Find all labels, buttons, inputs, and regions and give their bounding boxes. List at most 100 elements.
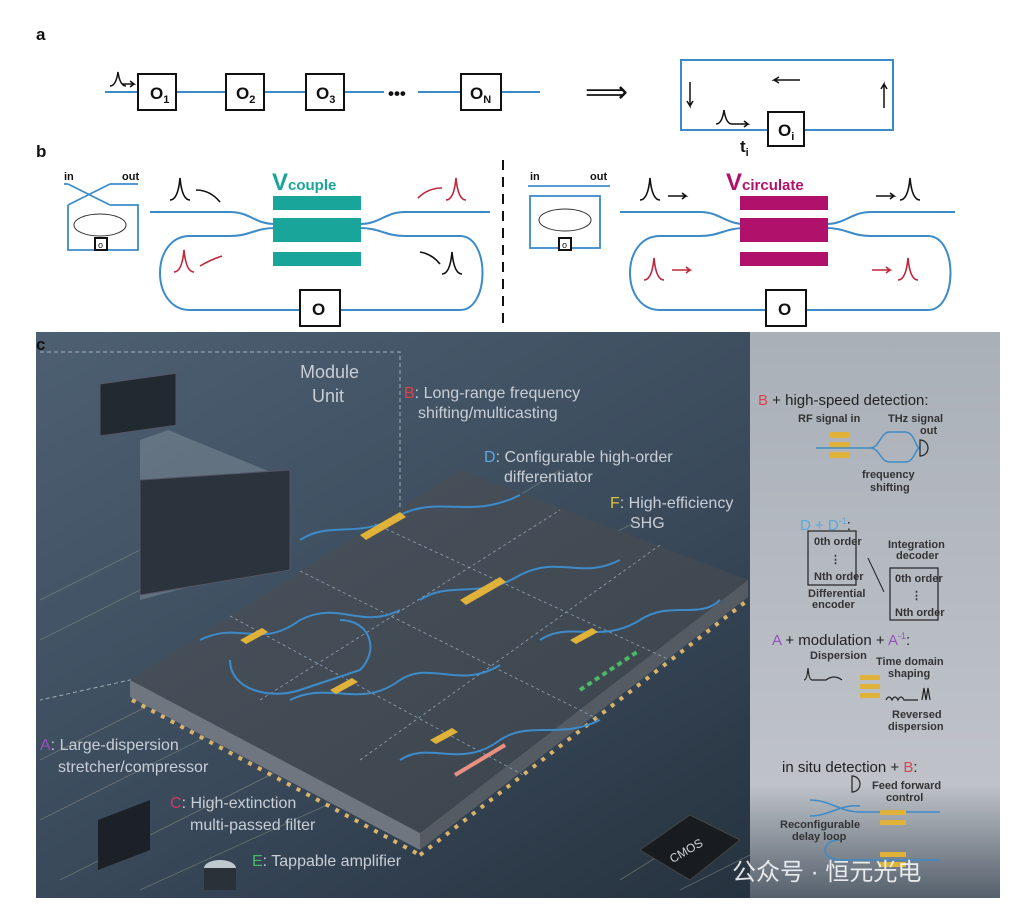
electrode-middle — [740, 218, 828, 242]
chip-side — [130, 680, 420, 850]
label-f-line2: SHG — [630, 515, 665, 532]
svg-text:o: o — [562, 240, 567, 250]
svg-text:D + D-1:: D + D-1: — [800, 516, 851, 534]
svg-text:0th order: 0th order — [895, 573, 943, 585]
operator-o1: O1 — [137, 73, 177, 111]
pulse-icon — [715, 109, 751, 128]
svg-text:0th order: 0th order — [814, 536, 862, 548]
time-label: ti — [740, 137, 749, 159]
panel-b: b in out o Vcouple — [36, 142, 955, 327]
operator-o2: O2 — [225, 73, 265, 111]
svg-text:out: out — [122, 171, 139, 183]
arrow-icon — [872, 266, 893, 274]
chip-pins — [131, 598, 750, 857]
label-a-line2: stretcher/compressor — [58, 759, 209, 776]
cmos-chip — [639, 814, 741, 881]
pulse-icon — [441, 251, 463, 275]
svg-text:⋮: ⋮ — [830, 554, 841, 566]
svg-text:control: control — [886, 792, 923, 804]
svg-text:Differential: Differential — [808, 588, 865, 600]
arrow-icon — [417, 187, 443, 199]
svg-text:Integration: Integration — [888, 539, 945, 551]
arrow-left-icon — [771, 76, 800, 84]
arrow-icon — [195, 189, 221, 203]
label-d: D: Configurable high-order — [484, 449, 673, 466]
arrow-icon — [199, 255, 223, 267]
electrode-middle — [273, 218, 361, 242]
panel-a-label: a — [36, 25, 46, 44]
arrow-icon — [876, 192, 897, 200]
pulse-icon — [169, 177, 191, 201]
electrode-bottom — [273, 252, 361, 266]
side-panel — [750, 332, 1000, 898]
arrow-icon — [668, 192, 689, 200]
detector-icon — [919, 439, 929, 457]
watermark: 公众号 · 恒元光电 — [732, 859, 921, 886]
arrow-up-icon — [880, 81, 888, 108]
svg-text:encoder: encoder — [812, 599, 856, 611]
module-card — [99, 372, 177, 437]
label-d-line2: differentiator — [504, 469, 593, 486]
arrow-down-icon — [686, 82, 694, 109]
operator-oi: Oi — [767, 111, 805, 147]
svg-text:out: out — [590, 171, 607, 183]
svg-text:Time domain: Time domain — [876, 656, 944, 668]
pulse-icon — [445, 177, 467, 201]
electrode-top — [740, 196, 828, 210]
svg-text:frequency: frequency — [862, 469, 915, 481]
svg-text:Reconfigurable: Reconfigurable — [780, 819, 860, 831]
svg-text:in: in — [64, 171, 74, 183]
component-block — [98, 800, 150, 870]
svg-text:shifting: shifting — [870, 482, 910, 494]
arrow-icon — [672, 266, 693, 274]
svg-text:decoder: decoder — [896, 550, 940, 562]
pulse-icon — [897, 257, 919, 281]
v-couple-label: Vcouple — [272, 169, 336, 196]
module-screen — [139, 469, 291, 596]
label-c-line2: multi-passed filter — [190, 817, 316, 834]
pulse-icon — [109, 71, 127, 87]
label-e: E: Tappable amplifier — [252, 853, 402, 870]
label-f: F: High-efficiency — [610, 495, 733, 512]
svg-text:⋮: ⋮ — [911, 590, 922, 602]
circulator-right: Vcirculate O — [620, 169, 955, 327]
label-c: C: High-extinction — [170, 795, 296, 812]
arrow-icon — [419, 251, 441, 265]
svg-text:RF signal in: RF signal in — [798, 413, 861, 425]
coupler-left: Vcouple O — [150, 169, 490, 327]
arrow-icon — [122, 80, 137, 88]
pulse-icon — [643, 257, 665, 281]
panel-b-label: b — [36, 142, 46, 161]
amplifier-section — [453, 743, 507, 777]
module-unit-label: Unit — [312, 386, 344, 406]
svg-text:Feed forward: Feed forward — [872, 780, 941, 792]
svg-text:delay loop: delay loop — [792, 831, 847, 843]
detector-icon — [851, 775, 861, 793]
electrode-bottom — [740, 252, 828, 266]
svg-text:o: o — [98, 240, 103, 250]
pulse-icon — [173, 249, 195, 273]
pulse-icon — [899, 177, 921, 201]
panel-a: a O1 O2 O3 ••• ON ⟹ Oi ti — [36, 25, 894, 159]
module-grid — [229, 509, 671, 777]
electrodes — [240, 512, 598, 744]
ellipsis: ••• — [388, 84, 406, 103]
circulator-schematic-icon: in out o — [528, 171, 610, 251]
v-circulate-label: Vcirculate — [726, 169, 804, 196]
svg-text:shaping: shaping — [888, 668, 930, 680]
chip-top — [130, 470, 748, 833]
side-section-1: B + high-speed detection: RF signal in T… — [758, 392, 943, 494]
svg-text:Oi: Oi — [778, 121, 794, 143]
svg-text:out: out — [920, 425, 937, 437]
label-a: A: Large-dispersion — [40, 737, 179, 754]
implies-arrow: ⟹ — [585, 76, 628, 109]
shg-section — [578, 648, 642, 692]
svg-text:in: in — [530, 171, 540, 183]
svg-text:Nth order: Nth order — [895, 607, 945, 619]
operator-box — [765, 289, 807, 327]
operator-on: ON — [460, 73, 502, 111]
side-section-2: D + D-1: 0th order ⋮ Nth order Different… — [800, 516, 945, 621]
svg-text:Dispersion: Dispersion — [810, 650, 867, 662]
electrode-top — [273, 196, 361, 210]
